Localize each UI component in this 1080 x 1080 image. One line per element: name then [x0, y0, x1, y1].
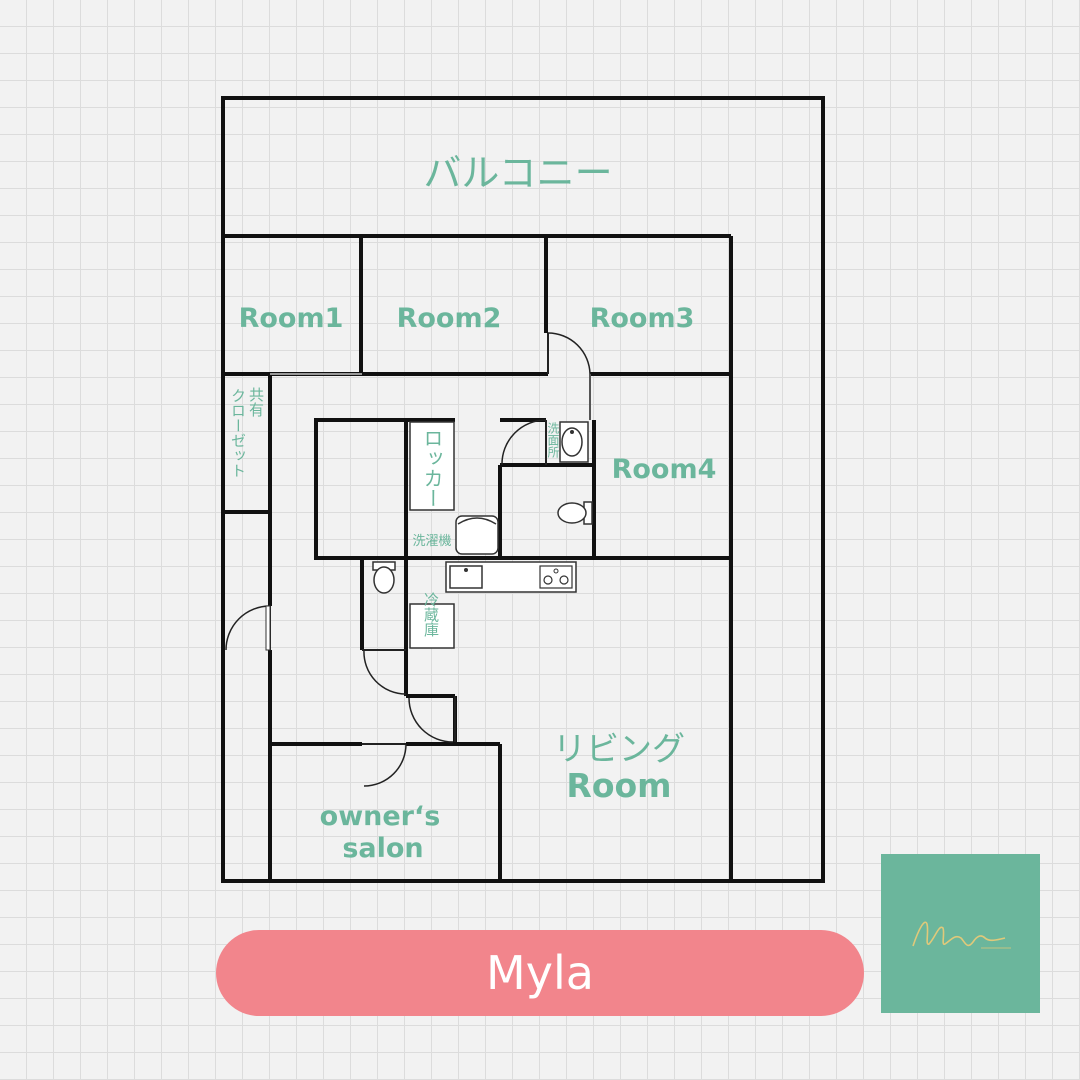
washing-machine-icon	[455, 515, 499, 555]
label-locker: ロッカー	[420, 428, 444, 508]
toilet-icon	[372, 561, 396, 594]
washbasin-icon	[559, 421, 589, 463]
label-room2: Room2	[397, 303, 502, 334]
door-entrance	[225, 605, 271, 651]
walls	[221, 96, 825, 883]
label-washing-machine: 洗濯機	[412, 534, 451, 549]
label-shared-closet-2: クローゼット	[229, 388, 247, 478]
brand-name-pill: Myla	[216, 930, 864, 1016]
door-living	[408, 696, 456, 743]
label-living-2: Room	[566, 766, 671, 805]
myla-logo	[881, 854, 1040, 1013]
label-room1: Room1	[239, 303, 344, 334]
label-owners-salon-2: salon	[342, 833, 423, 864]
label-owners-salon-1: owner‘s	[320, 801, 441, 832]
door-owners-salon	[362, 743, 407, 787]
door-washroom	[501, 419, 547, 466]
label-balcony: バルコニー	[423, 151, 612, 195]
label-fridge: 冷蔵庫	[422, 592, 440, 637]
label-room4: Room4	[612, 454, 717, 485]
fixtures	[372, 421, 593, 649]
myla-logo-icon	[912, 921, 1011, 949]
stove-icon	[539, 565, 573, 589]
sink-icon	[449, 565, 483, 589]
label-living-1: リビング	[553, 729, 685, 768]
door-toilet	[362, 649, 407, 695]
brand-name-text: Myla	[486, 946, 594, 1000]
sills	[270, 373, 591, 420]
label-room3: Room3	[590, 303, 695, 334]
doors	[225, 332, 591, 787]
toilet-icon	[557, 501, 593, 525]
locker-box	[409, 421, 455, 511]
door-room3	[547, 332, 591, 375]
fridge-box	[409, 603, 455, 649]
label-washroom: 洗面所	[546, 422, 560, 458]
room-labels: バルコニー Room1 Room2 Room3 Room4 共有 クローゼット …	[229, 151, 716, 864]
label-shared-closet-1: 共有	[247, 387, 265, 418]
kitchen-counter	[445, 561, 577, 593]
